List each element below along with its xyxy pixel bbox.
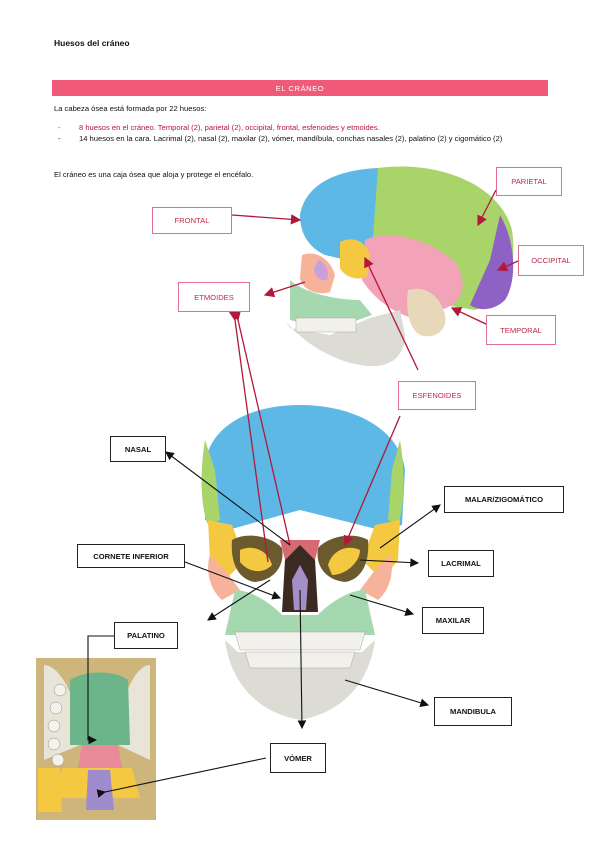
temporal-pointer bbox=[450, 307, 489, 326]
lateral-skull-image bbox=[285, 166, 514, 367]
label-temporal: TEMPORAL bbox=[486, 315, 556, 345]
malar-pointer bbox=[379, 504, 441, 549]
section-header: EL CRÁNEO bbox=[52, 80, 548, 96]
vomer-front-pointer bbox=[297, 589, 307, 730]
label-maxilar: MAXILAR bbox=[422, 607, 484, 634]
lacrimal-pointer bbox=[359, 558, 420, 567]
list-item-text: 8 huesos en el cráneo. Temporal (2), par… bbox=[79, 123, 380, 132]
black-leader-lines bbox=[87, 451, 441, 798]
label-frontal: FRONTAL bbox=[152, 207, 232, 234]
esfenoides-lateral-pointer bbox=[364, 256, 419, 371]
frontal-skull-image bbox=[201, 405, 405, 720]
label-cornete-inferior: CORNETE INFERIOR bbox=[77, 544, 185, 568]
vomer-inset-pointer bbox=[96, 757, 267, 798]
etmoides-front-center-pointer bbox=[230, 309, 291, 546]
bullet-marker: - bbox=[58, 123, 61, 132]
label-nasal: NASAL bbox=[110, 436, 166, 462]
description-text: El cráneo es una caja ósea que aloja y p… bbox=[54, 170, 254, 179]
esfenoides-front-pointer bbox=[343, 415, 401, 547]
nasal-pointer bbox=[165, 451, 291, 546]
label-etmoides: ETMOIDES bbox=[178, 282, 250, 312]
list-item: - 8 huesos en el cráneo. Temporal (2), pa… bbox=[58, 122, 548, 133]
label-mandibula: MANDIBULA bbox=[434, 697, 512, 726]
label-lacrimal: LACRIMAL bbox=[428, 550, 494, 577]
palate-inset-image bbox=[36, 658, 156, 820]
label-esfenoides: ESFENOIDES bbox=[398, 381, 476, 410]
occipital-pointer bbox=[496, 260, 519, 272]
maxilar-pointer bbox=[349, 594, 415, 616]
palatino-front-pointer bbox=[207, 579, 271, 621]
etmoides-front-left-pointer bbox=[228, 310, 269, 563]
bullet-marker: - bbox=[58, 134, 61, 143]
mandibula-pointer bbox=[344, 679, 430, 707]
label-vomer: VÓMER bbox=[270, 743, 326, 773]
list-item: - 14 huesos en la cara. Lacrimal (2), nas… bbox=[58, 133, 548, 144]
intro-text: La cabeza ósea está formada por 22 hueso… bbox=[54, 104, 207, 113]
label-malar-zigomatico: MALAR/ZIGOMÁTICO bbox=[444, 486, 564, 513]
label-palatino: PALATINO bbox=[114, 622, 178, 649]
parietal-pointer bbox=[477, 189, 497, 227]
etmoides-pointer bbox=[263, 281, 306, 298]
bone-list: - 8 huesos en el cráneo. Temporal (2), pa… bbox=[58, 122, 548, 144]
frontal-pointer bbox=[231, 214, 302, 225]
red-leader-lines bbox=[228, 189, 519, 563]
list-item-text: 14 huesos en la cara. Lacrimal (2), nasa… bbox=[79, 134, 503, 143]
label-parietal: PARIETAL bbox=[496, 167, 562, 196]
label-occipital: OCCIPITAL bbox=[518, 245, 584, 276]
palatino-inset-pointer bbox=[87, 635, 114, 745]
page-title: Huesos del cráneo bbox=[54, 38, 130, 48]
cornete-pointer bbox=[184, 561, 282, 600]
